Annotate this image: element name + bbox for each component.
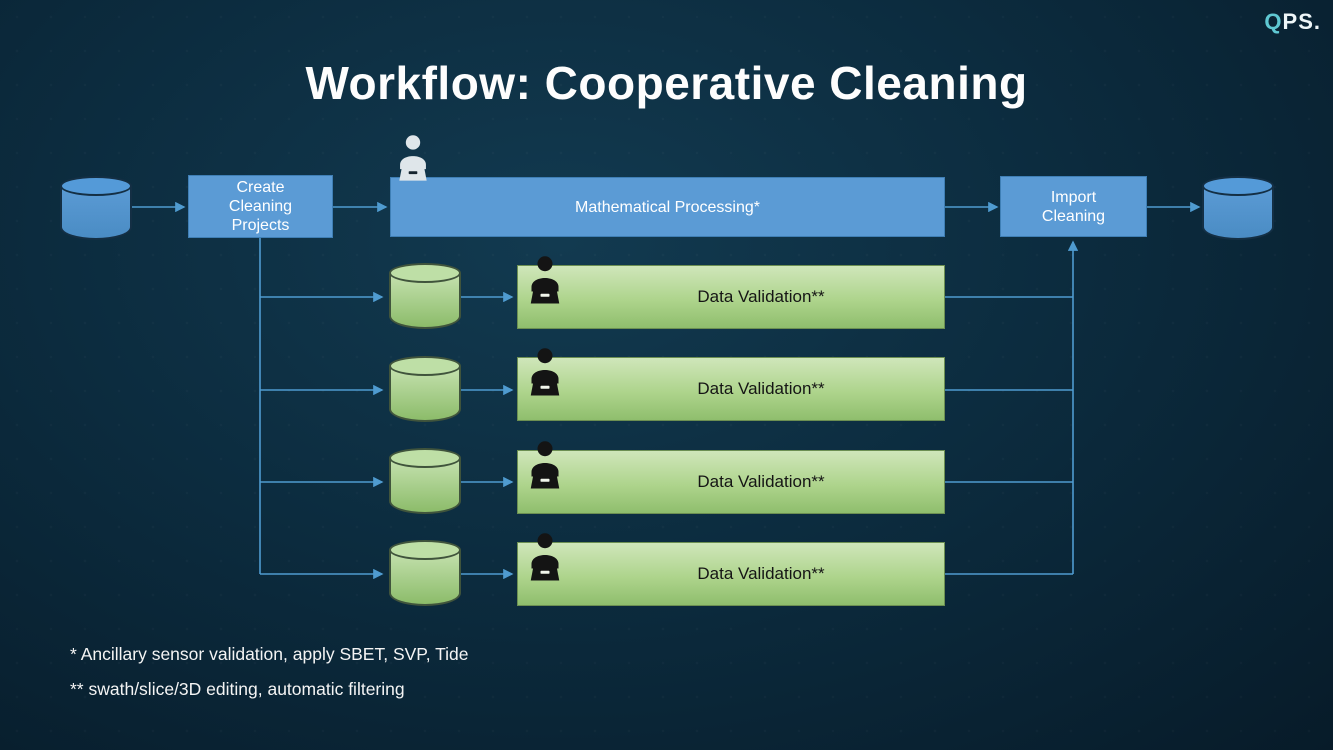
- data-validation-box-4: Data Validation**: [517, 542, 945, 606]
- data-validation-box-3: Data Validation**: [517, 450, 945, 514]
- mathematical-processing-label: Mathematical Processing*: [575, 198, 760, 216]
- validator-person-icon-2: [521, 344, 569, 402]
- qps-logo: QPS.: [1264, 9, 1321, 35]
- page-title: Workflow: Cooperative Cleaning: [305, 57, 1028, 109]
- database-cylinder-validation-1: [389, 263, 461, 329]
- qps-logo-rest: PS.: [1282, 9, 1321, 34]
- data-validation-box-2: Data Validation**: [517, 357, 945, 421]
- create-cleaning-projects-box: Create Cleaning Projects: [188, 175, 333, 238]
- database-cylinder-validation-4: [389, 540, 461, 606]
- qps-logo-q: Q: [1264, 9, 1283, 34]
- footnote-mathematical-processing: * Ancillary sensor validation, apply SBE…: [70, 644, 469, 664]
- data-validation-label: Data Validation**: [697, 564, 825, 583]
- validator-person-icon-3: [521, 437, 569, 495]
- validator-person-icon-1: [521, 252, 569, 310]
- data-validation-label: Data Validation**: [697, 472, 825, 491]
- database-cylinder-validation-3: [389, 448, 461, 514]
- import-cleaning-box: Import Cleaning: [1000, 176, 1147, 237]
- cylinder-top: [389, 540, 461, 560]
- create-cleaning-projects-label: Create Cleaning Projects: [228, 179, 293, 234]
- data-validation-label: Data Validation**: [697, 379, 825, 398]
- cylinder-top: [60, 176, 132, 196]
- data-validation-label: Data Validation**: [697, 287, 825, 306]
- database-cylinder-output: [1202, 176, 1274, 240]
- operator-person-icon: [390, 132, 436, 186]
- database-cylinder-source: [60, 176, 132, 240]
- cylinder-top: [1202, 176, 1274, 196]
- validator-person-icon-4: [521, 529, 569, 587]
- cylinder-top: [389, 448, 461, 468]
- data-validation-box-1: Data Validation**: [517, 265, 945, 329]
- mathematical-processing-box: Mathematical Processing*: [390, 177, 945, 237]
- cylinder-top: [389, 356, 461, 376]
- footnote-data-validation: ** swath/slice/3D editing, automatic fil…: [70, 679, 405, 699]
- import-cleaning-label: Import Cleaning: [1041, 188, 1106, 225]
- cylinder-top: [389, 263, 461, 283]
- database-cylinder-validation-2: [389, 356, 461, 422]
